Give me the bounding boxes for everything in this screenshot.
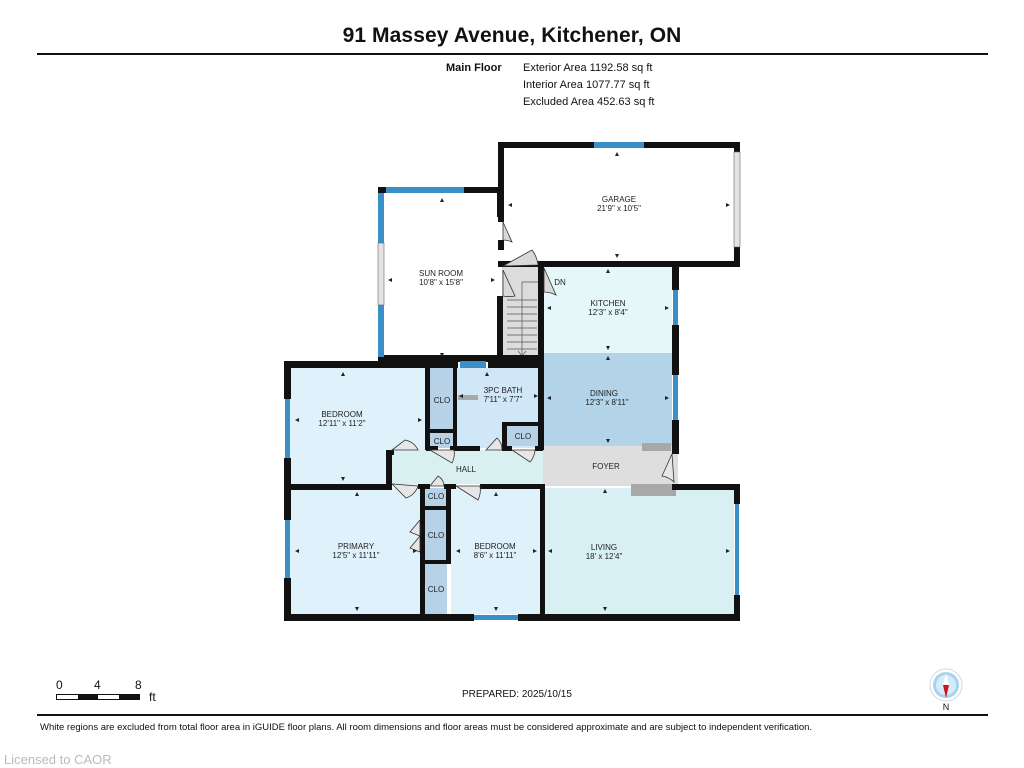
dining-dims: 12'3" x 8'11" xyxy=(585,398,628,407)
interior-area: Interior Area 1077.77 sq ft xyxy=(523,79,650,91)
dining-fill xyxy=(543,353,672,446)
closet-label: CLO xyxy=(428,585,444,594)
bedroom2-fill xyxy=(451,488,541,614)
bath-fixture xyxy=(458,395,478,400)
scale-tick-4: 4 xyxy=(94,678,101,692)
bedroom2-dims: 8'6" x 11'11" xyxy=(474,551,517,560)
compass-north-label: N xyxy=(942,702,950,712)
scale-tick-0: 0 xyxy=(56,678,63,692)
kitchen-fill xyxy=(543,265,672,353)
living-dims: 18' x 12'4" xyxy=(586,552,623,561)
living-fill xyxy=(543,488,734,614)
hall-label: HALL xyxy=(456,465,477,474)
closet3-fill xyxy=(507,425,539,446)
sun-room-dims: 10'8" x 15'8" xyxy=(419,278,463,287)
closet-label: CLO xyxy=(434,437,450,446)
bedroom1-dims: 12'11" x 11'2" xyxy=(318,419,365,428)
floor-name: Main Floor xyxy=(446,62,502,74)
dining-label: DINING xyxy=(590,389,618,398)
prepared-date: PREPARED: 2025/10/15 xyxy=(462,689,572,700)
scale-bar-graphic xyxy=(56,694,140,700)
living-label: LIVING xyxy=(591,543,617,552)
scale-tick-8: 8 xyxy=(135,678,142,692)
compass: N xyxy=(928,668,964,712)
kitchen-label: KITCHEN xyxy=(590,299,625,308)
garage-label: GARAGE xyxy=(602,195,636,204)
header-divider xyxy=(37,53,988,55)
closet1-fill xyxy=(430,368,454,431)
sun-room-label: SUN ROOM xyxy=(419,269,463,278)
dimension-markers xyxy=(295,152,730,611)
hall-fill xyxy=(391,450,543,484)
disclaimer: White regions are excluded from total fl… xyxy=(40,722,813,733)
footer-divider xyxy=(37,714,988,716)
bath-dims: 7'11" x 7'7" xyxy=(484,395,523,404)
closet5-fill xyxy=(425,510,447,560)
page-title: 91 Massey Avenue, Kitchener, ON xyxy=(342,24,682,47)
sun-room-slider xyxy=(377,242,385,306)
foyer-fill xyxy=(543,446,678,486)
closet4-fill xyxy=(425,488,447,508)
foyer-label: FOYER xyxy=(592,462,620,471)
exterior-area: Exterior Area 1192.58 sq ft xyxy=(523,62,653,74)
bath-label: 3PC BATH xyxy=(484,386,523,395)
foyer-counter-top xyxy=(642,443,671,451)
sun-room-fill xyxy=(383,193,497,361)
door-swings xyxy=(390,221,675,553)
excluded-area: Excluded Area 452.63 sq ft xyxy=(523,96,655,108)
compass-icon xyxy=(929,668,963,702)
foyer-counter-bottom xyxy=(631,484,676,496)
closet2-fill xyxy=(430,433,454,448)
primary-dims: 12'5" x 11'11" xyxy=(332,551,379,560)
stairs-icon xyxy=(507,281,542,357)
closet-label: CLO xyxy=(428,492,444,501)
stairs-dn-label: DN xyxy=(554,278,566,287)
closet6-fill xyxy=(425,564,447,614)
primary-label: PRIMARY xyxy=(338,542,375,551)
bedroom1-label: BEDROOM xyxy=(321,410,363,419)
closet-label: CLO xyxy=(434,396,450,405)
scale-unit: ft xyxy=(149,690,156,704)
closet-label: CLO xyxy=(428,531,444,540)
closet-label: CLO xyxy=(515,432,531,441)
primary-fill xyxy=(289,488,421,614)
license-watermark: Licensed to CAOR xyxy=(4,752,112,767)
bedroom2-label: BEDROOM xyxy=(474,542,516,551)
garage-fill xyxy=(504,147,736,262)
kitchen-dims: 12'3" x 8'4" xyxy=(588,308,628,317)
windows xyxy=(285,142,739,620)
garage-dims: 21'9" x 10'5" xyxy=(597,204,641,213)
scale-bar: 0 4 8 ft xyxy=(56,678,176,708)
garage-door xyxy=(733,151,741,248)
